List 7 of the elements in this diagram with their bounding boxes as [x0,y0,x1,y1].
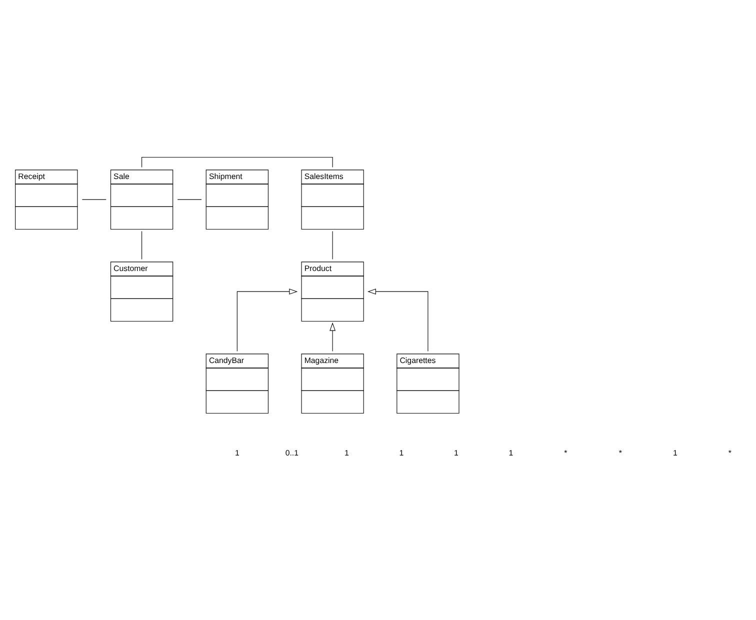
arrow [330,322,336,352]
connector [177,198,202,200]
arrow [236,288,298,352]
connector [332,230,333,260]
connector [142,156,333,167]
arrow [368,288,428,352]
connector [82,198,106,200]
